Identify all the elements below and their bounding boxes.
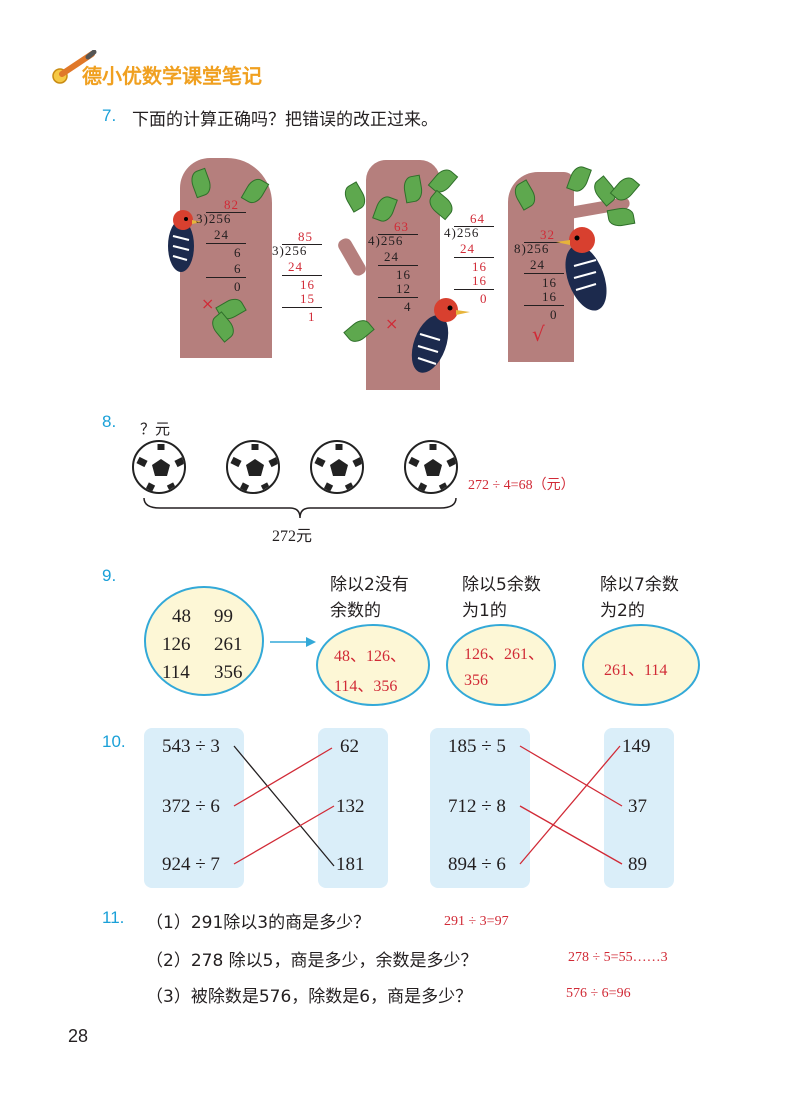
- wrong-mark: ×: [385, 314, 399, 333]
- total-label: 272元: [272, 528, 313, 545]
- ball-icon: [404, 440, 458, 494]
- page-number: 28: [68, 1026, 89, 1046]
- group-title-3: 除以7余数: [600, 575, 679, 595]
- leaf-icon: [340, 181, 370, 213]
- q11-item-2: （2）278 除以5，商是多少，余数是多少？: [146, 951, 478, 971]
- q11-item-1: （1）291除以3的商是多少？: [146, 913, 371, 933]
- ball-icon: [132, 440, 186, 494]
- matching-lines: [233, 745, 623, 867]
- group-title-1b: 余数的: [330, 601, 381, 621]
- tree-branch: [335, 236, 369, 278]
- woodpecker-icon: [411, 298, 470, 373]
- right-result: 89: [628, 854, 647, 875]
- number-set: 48 99 126 261 114 356: [144, 586, 264, 696]
- q11-answer-2: 278 ÷ 5=55……3: [568, 950, 668, 965]
- ball-icon: [310, 440, 364, 494]
- right-expr: 185 ÷ 5: [448, 736, 506, 757]
- total-brace: [143, 497, 457, 519]
- pencil-icon: [52, 50, 97, 84]
- q7-number: 7.: [102, 106, 117, 125]
- group-bubble-1: 48、126、 114、356: [316, 624, 430, 706]
- group-title-3b: 为2的: [600, 601, 645, 621]
- q11-item-3: （3）被除数是576，除数是6，商是多少？: [146, 987, 473, 1007]
- wrong-mark: ×: [201, 294, 215, 313]
- left-result: 181: [336, 854, 365, 875]
- q9-number: 9.: [102, 566, 117, 585]
- right-expr: 712 ÷ 8: [448, 796, 506, 817]
- left-expr: 372 ÷ 6: [162, 796, 220, 817]
- q8-number: 8.: [102, 412, 117, 431]
- ball-icon: [226, 440, 280, 494]
- woodpecker-icon: [556, 227, 607, 311]
- left-expr-column: [144, 728, 244, 888]
- group-bubble-3: 261、114: [582, 624, 700, 706]
- q11-answer-1: 291 ÷ 3=97: [444, 914, 509, 929]
- right-result-column: [604, 728, 674, 888]
- q7-prompt: 下面的计算正确吗？把错误的改正过来。: [132, 110, 438, 130]
- right-expr-column: [430, 728, 530, 888]
- leaf-icon: [566, 163, 592, 195]
- right-mark: √: [532, 322, 545, 346]
- q8-answer: 272 ÷ 4=68（元）: [468, 478, 575, 493]
- group-title-2: 除以5余数: [462, 575, 541, 595]
- left-result: 62: [340, 736, 359, 757]
- balls-row: [132, 440, 462, 500]
- left-result: 132: [336, 796, 365, 817]
- arrow-right-icon: [270, 637, 316, 647]
- right-result: 37: [628, 796, 647, 817]
- q11-number: 11.: [102, 908, 125, 927]
- group-bubble-2: 126、261、 356: [446, 624, 556, 706]
- header-logo: 德小优数学课堂笔记: [48, 50, 308, 90]
- price-label: ？元: [140, 420, 171, 438]
- q11-answer-3: 576 ÷ 6=96: [566, 986, 631, 1001]
- right-result: 149: [622, 736, 651, 757]
- left-expr: 924 ÷ 7: [162, 854, 220, 875]
- right-expr: 894 ÷ 6: [448, 854, 506, 875]
- group-title-1: 除以2没有: [330, 575, 409, 595]
- header-title: 德小优数学课堂笔记: [82, 64, 262, 88]
- q10-number: 10.: [102, 732, 126, 751]
- woodpecker-icon: [168, 210, 202, 272]
- left-expr: 543 ÷ 3: [162, 736, 220, 757]
- group-title-2b: 为1的: [462, 601, 507, 621]
